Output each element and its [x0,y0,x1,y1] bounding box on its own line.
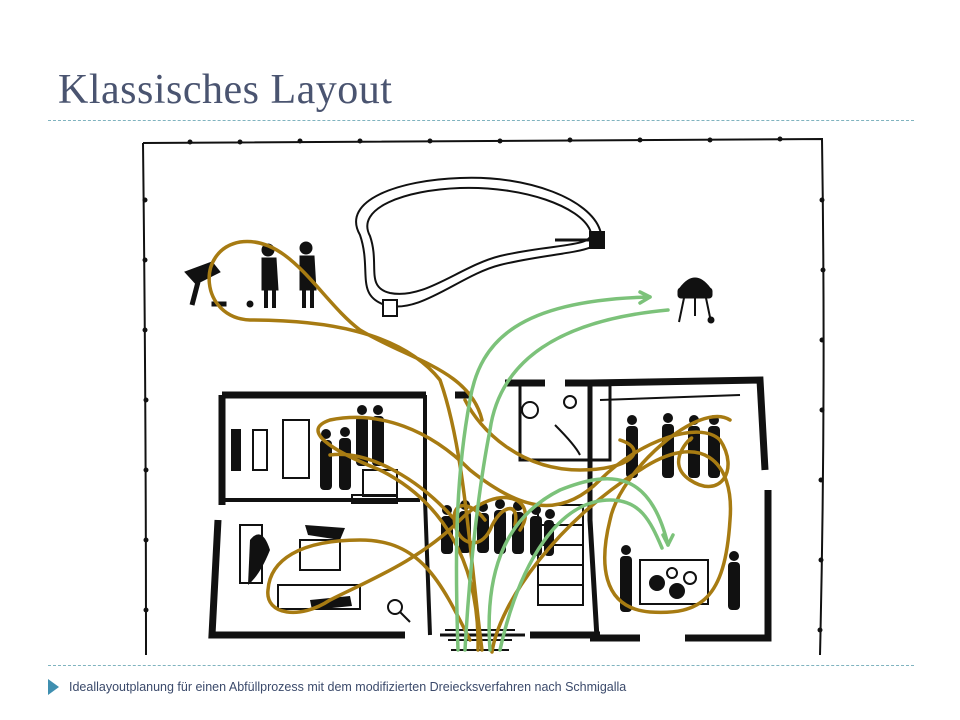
bbq-grill-icon [677,277,715,324]
triangle-bullet-icon [48,679,59,695]
flow-paths-green [454,290,675,652]
house-walls [208,376,772,642]
property-border [142,136,826,656]
flow-paths-brown [207,239,733,654]
footer-caption: Ideallayoutplanung für einen Abfüllproze… [69,680,627,694]
footer-divider [48,665,914,666]
pool-icon [355,176,605,317]
people-silhouettes-icon [184,241,317,308]
floorplan-drawing [142,136,826,656]
slide-title: Klassisches Layout [58,67,393,113]
footer: Ideallayoutplanung für einen Abfüllproze… [48,677,626,697]
title-divider [48,120,914,121]
